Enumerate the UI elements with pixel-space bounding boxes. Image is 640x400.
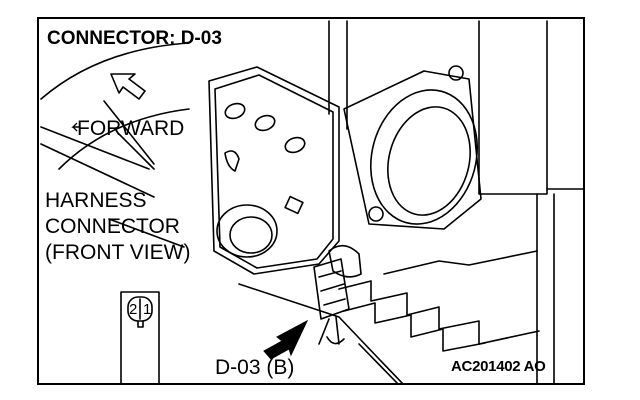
bracket-slot xyxy=(254,114,276,132)
pointer-arrow-icon xyxy=(263,319,309,360)
bolt-head xyxy=(216,204,278,258)
sensor-cover-inner xyxy=(387,106,471,216)
frame-line xyxy=(536,193,555,383)
pin-number: 2 xyxy=(129,301,138,318)
pin-number: 1 xyxy=(143,301,152,318)
connector-callout: D-03 (B) xyxy=(215,356,295,379)
harness-label-line: (FRONT VIEW) xyxy=(45,241,191,264)
forward-arrow-icon xyxy=(110,73,146,100)
bracket-square xyxy=(284,195,304,215)
bracket-slot xyxy=(284,136,306,154)
harness-label-line: CONNECTOR xyxy=(45,215,180,238)
forward-pointer xyxy=(71,122,79,132)
harness-wire xyxy=(318,316,345,345)
terrain-line xyxy=(108,218,185,248)
terrain-line xyxy=(103,100,155,165)
frame-line xyxy=(328,20,348,130)
floor-step-line xyxy=(338,280,540,345)
harness-label-line: HARNESS xyxy=(45,189,147,212)
terrain-line xyxy=(40,143,155,198)
bracket-slot xyxy=(224,102,246,120)
mount-bolt xyxy=(448,65,464,81)
bolt-face xyxy=(229,216,273,254)
floor-step-line xyxy=(343,302,486,352)
figure-code: AC201402 AO xyxy=(451,358,546,375)
floor-line xyxy=(383,250,538,275)
terrain-line xyxy=(40,126,150,170)
sensor-cover xyxy=(369,89,479,225)
connector-key xyxy=(137,320,144,328)
front-view-pin-cavity xyxy=(127,296,153,322)
sensor-neck xyxy=(328,244,362,278)
diagram-artwork xyxy=(40,20,583,383)
bracket-hook xyxy=(224,150,240,172)
frame-line xyxy=(478,20,548,195)
front-view-connector xyxy=(120,291,160,383)
connector-rib xyxy=(318,270,346,306)
contour-line xyxy=(40,42,190,100)
floor-line xyxy=(358,343,399,383)
terrain-line xyxy=(118,133,155,170)
sensor-housing xyxy=(343,70,482,230)
harness-connector-label: HARNESS CONNECTOR (FRONT VIEW) xyxy=(45,188,190,266)
diagram-frame: CONNECTOR: D-03 FORWARD HARNESS CONNECTO… xyxy=(37,17,585,385)
connector-title: CONNECTOR: D-03 xyxy=(47,28,222,49)
forward-label: FORWARD xyxy=(77,117,185,140)
mount-bolt xyxy=(368,206,384,222)
floor-line xyxy=(238,283,404,383)
